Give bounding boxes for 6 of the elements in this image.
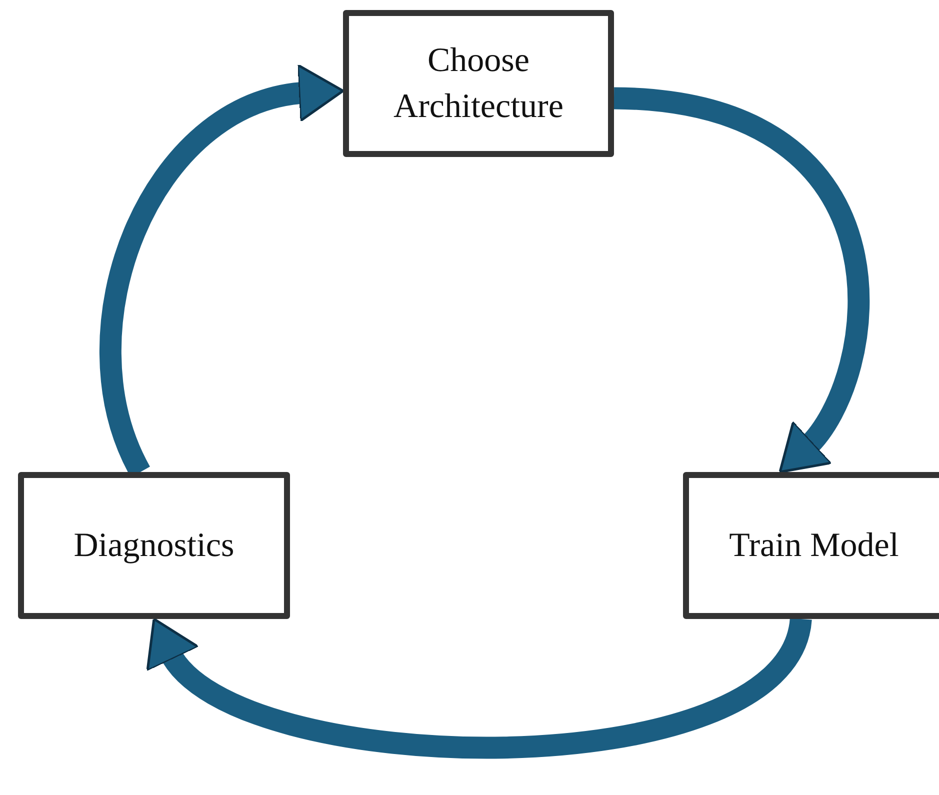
process-box [18,472,290,619]
process-box [343,10,614,157]
process-box [683,472,939,619]
step-label: Choose Architecture [392,40,564,126]
step-label: Train Model [729,526,899,566]
step-label: Diagnostics [74,526,234,566]
